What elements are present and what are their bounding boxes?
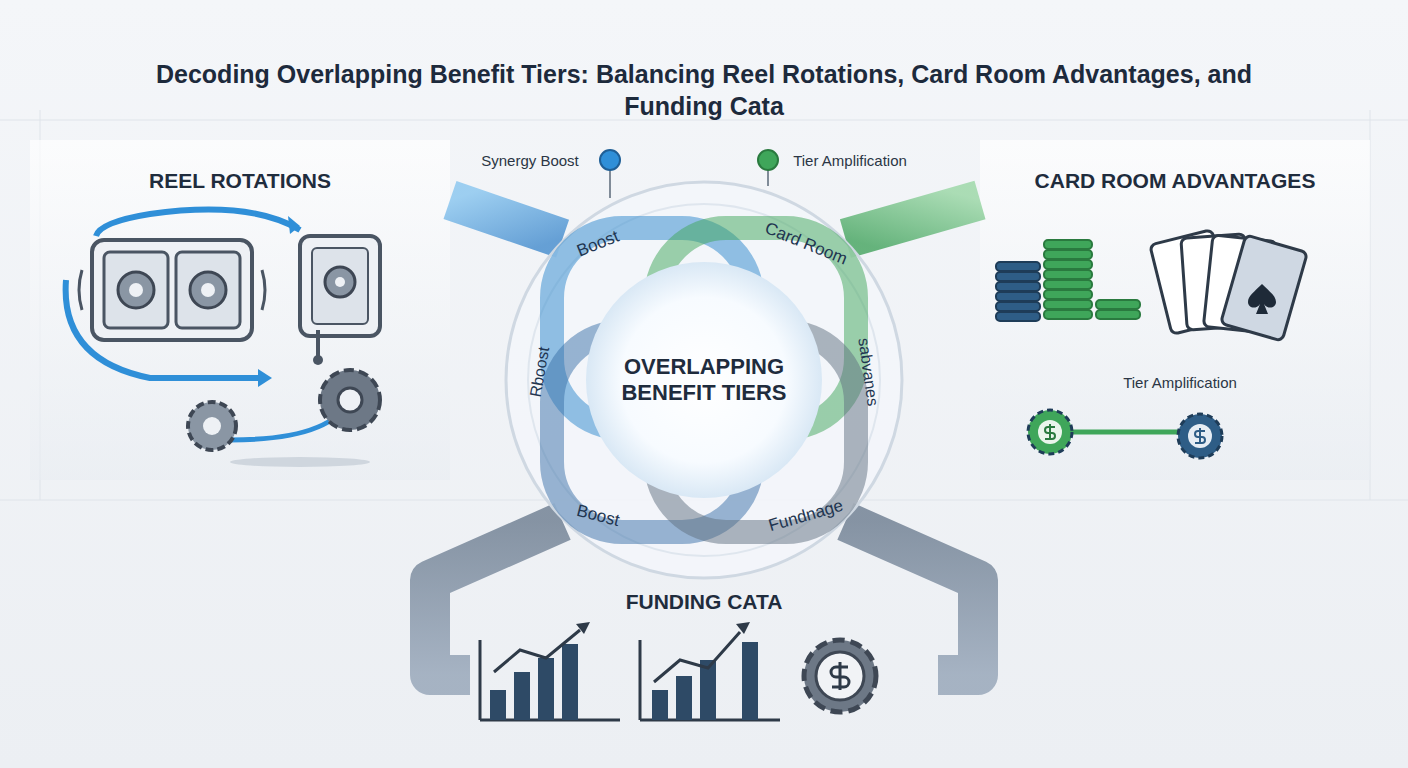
panel-heading: REEL ROTATIONS: [149, 168, 331, 193]
diagram-title: Decoding Overlapping Benefit Tiers: Bala…: [154, 58, 1254, 122]
chips-and-cards: [996, 230, 1307, 458]
band-stroke: [430, 521, 563, 675]
callout-label: Synergy Boost: [481, 152, 579, 169]
funding-charts: [480, 622, 876, 720]
band-stroke: [450, 200, 563, 239]
slot-machine: [66, 210, 380, 467]
callout-label: Tier Amplification: [793, 152, 907, 169]
chip-label: Tier Amplification: [1123, 374, 1237, 391]
funding-panel: FUNDING CATA: [470, 585, 938, 735]
center-circle: OVERLAPPING BENEFIT TIERS: [504, 180, 904, 580]
center-heading: OVERLAPPING BENEFIT TIERS: [599, 354, 809, 407]
panel-heading: FUNDING CATA: [626, 589, 783, 614]
band-connector: [450, 200, 563, 239]
band-stroke: [845, 200, 980, 239]
band-connector: [845, 200, 980, 239]
band-stroke: [845, 521, 978, 675]
card-room-panel: CARD ROOM ADVANTAGES: [980, 140, 1370, 480]
panel-heading: CARD ROOM ADVANTAGES: [1035, 168, 1316, 193]
reel-panel: REEL ROTATIONS: [30, 140, 450, 480]
